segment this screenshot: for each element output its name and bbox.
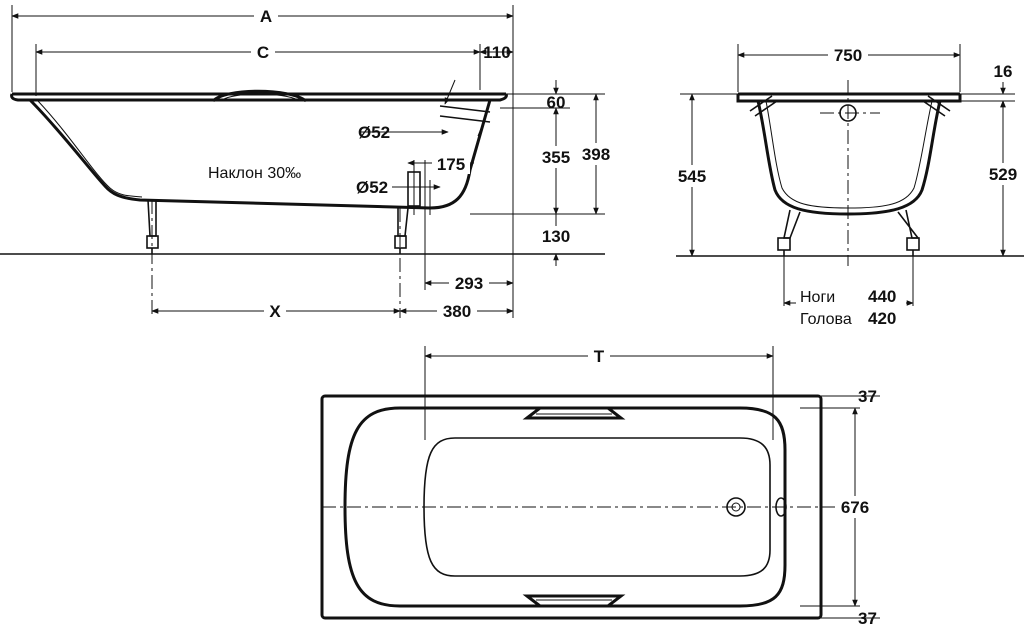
dim-175-label: 175 xyxy=(437,155,465,174)
dim-676-label: 676 xyxy=(841,498,869,517)
dim-x-label: X xyxy=(269,302,281,321)
side-leg-right xyxy=(394,207,409,254)
end-rim xyxy=(736,92,962,103)
dim-398-label: 398 xyxy=(582,145,610,164)
dim-130-label: 130 xyxy=(542,227,570,246)
dim-529-label: 529 xyxy=(989,165,1017,184)
top-view: T 37 676 37 xyxy=(320,345,880,628)
head-value: 420 xyxy=(868,309,896,328)
end-leg-right xyxy=(897,209,920,256)
dim-110-label: 110 xyxy=(483,43,510,62)
head-label: Голова xyxy=(800,311,852,328)
side-view: A C 110 60 355 398 130 175 Ø52 Ø52 Накло xyxy=(0,4,614,322)
dim-355-label: 355 xyxy=(542,148,570,167)
dim-16-label: 16 xyxy=(994,62,1013,81)
dim-545-label: 545 xyxy=(678,167,706,186)
top-bottom-floor xyxy=(423,437,771,577)
dim-t-label: T xyxy=(594,347,605,366)
dia-overflow-label: Ø52 xyxy=(358,123,390,142)
dim-37-bottom-label: 37 xyxy=(858,609,877,628)
dim-a-label: A xyxy=(260,7,272,26)
side-shell-inner xyxy=(37,100,143,198)
top-handle-upper xyxy=(522,406,626,420)
end-view: 750 16 545 529 Ноги 440 Голова 420 xyxy=(674,44,1024,330)
slope-label: Наклон 30‰ xyxy=(208,165,301,182)
side-handle xyxy=(211,89,307,103)
dim-c-label: C xyxy=(257,43,269,62)
end-shell xyxy=(756,100,942,216)
top-inner-bowl xyxy=(343,406,787,608)
top-handle-lower xyxy=(522,594,626,608)
legs-value: 440 xyxy=(868,287,896,306)
dia-drain-label: Ø52 xyxy=(356,178,388,197)
dim-750-label: 750 xyxy=(834,46,862,65)
side-rim xyxy=(10,92,508,102)
dim-37-top-label: 37 xyxy=(858,387,877,406)
dim-380-label: 380 xyxy=(443,302,471,321)
legs-label: Ноги xyxy=(800,289,835,306)
end-leg-left xyxy=(777,209,801,256)
dim-293-label: 293 xyxy=(455,274,483,293)
dim-60-label: 60 xyxy=(547,93,566,112)
top-outer-rim xyxy=(320,394,823,620)
side-shell xyxy=(28,98,492,210)
